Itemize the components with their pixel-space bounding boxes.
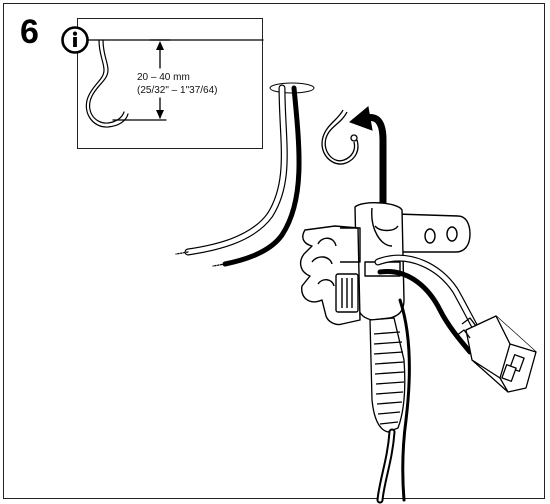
- cord-sleeve: [369, 317, 406, 433]
- info-icon: [61, 26, 89, 54]
- ceiling-hook: [321, 109, 359, 165]
- loose-cable: [175, 82, 315, 267]
- arrow-down-icon: [156, 110, 164, 119]
- step-frame: [3, 3, 545, 499]
- terminal-connector: [455, 315, 537, 393]
- mounting-bracket: [299, 202, 471, 326]
- arrow-up-icon: [156, 41, 164, 50]
- step-number: 6: [20, 13, 39, 51]
- arrow-left-icon: [349, 106, 373, 131]
- lift-arrow: [349, 106, 387, 222]
- dimension-metric: 20 – 40 mm: [137, 72, 190, 83]
- dimension-imperial: (25/32" – 1"37/64): [137, 85, 218, 96]
- inset-hook: [85, 39, 129, 128]
- inset-detail: [76, 39, 264, 128]
- power-cord: [376, 298, 411, 504]
